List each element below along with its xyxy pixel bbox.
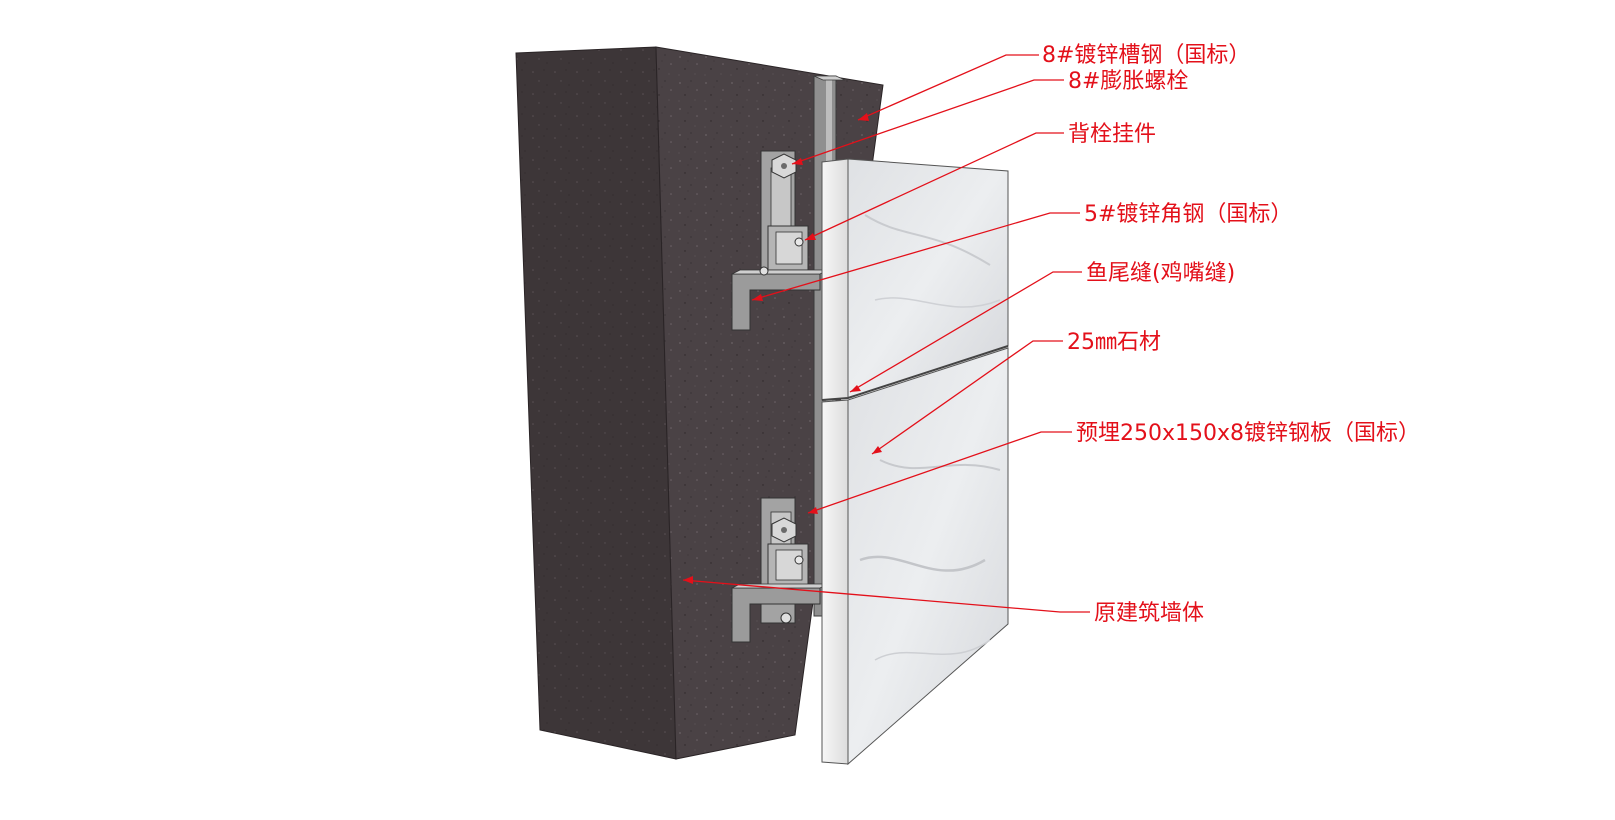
- label-embedded-plate: 预埋250x150x8镀锌钢板（国标）: [1076, 421, 1420, 446]
- wall-side-face: [515, 46, 677, 760]
- label-expansion-bolt: 8#膨胀螺栓: [1068, 69, 1188, 94]
- leader-channel-steel: [857, 54, 1039, 121]
- fishtail-joint: [821, 345, 1009, 401]
- label-angle-steel: 5#镀锌角钢（国标）: [1084, 202, 1292, 227]
- annotation-labels: 8#镀锌槽钢（国标） 8#膨胀螺栓 背栓挂件 5#镀锌角钢（国标） 鱼尾缝(鸡嘴…: [1042, 43, 1420, 626]
- leader-stone: [871, 340, 1063, 455]
- stone-edge-lower: [821, 399, 849, 765]
- label-stone: 25㎜石材: [1067, 330, 1161, 355]
- leader-expansion-bolt: [791, 79, 1064, 165]
- stone-face-lower: [847, 347, 1009, 766]
- arrowhead-back-bolt-hanger: [805, 233, 816, 240]
- label-fishtail-joint: 鱼尾缝(鸡嘴缝): [1086, 261, 1235, 286]
- arrowhead-embedded-plate: [808, 507, 818, 514]
- leader-fishtail-joint: [849, 271, 1082, 393]
- annotation-leaders: [682, 54, 1090, 613]
- label-channel-steel: 8#镀锌槽钢（国标）: [1042, 43, 1250, 68]
- lower-bracket-assembly: [731, 497, 829, 643]
- arrowhead-expansion-bolt: [792, 158, 803, 165]
- label-back-bolt-hanger: 背栓挂件: [1068, 122, 1156, 147]
- stone-panels: [821, 158, 1009, 766]
- upper-bracket-assembly: [731, 150, 829, 331]
- arrowhead-original-wall: [683, 576, 693, 584]
- leader-back-bolt-hanger: [804, 132, 1064, 241]
- leader-original-wall: [682, 579, 1090, 613]
- arrowhead-angle-steel: [752, 294, 763, 301]
- arrowhead-stone: [872, 446, 882, 454]
- arrowhead-channel-steel: [858, 113, 869, 121]
- leader-angle-steel: [751, 212, 1080, 301]
- leader-embedded-plate: [807, 431, 1072, 514]
- label-original-wall: 原建筑墙体: [1094, 601, 1204, 626]
- arrowhead-fishtail-joint: [850, 385, 861, 392]
- annotation-arrowheads: [683, 113, 882, 584]
- stone-edge-upper: [821, 158, 849, 401]
